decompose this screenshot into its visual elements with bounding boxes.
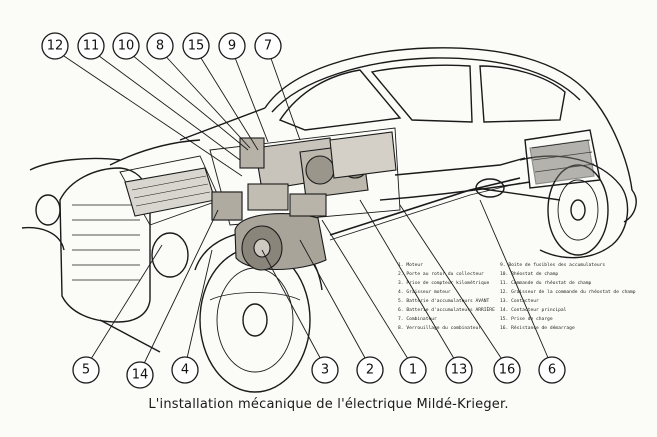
callout-16: 16	[493, 356, 521, 384]
svg-text:7: 7	[264, 39, 272, 54]
svg-text:16. Résistance de démarrage: 16. Résistance de démarrage	[500, 324, 575, 331]
svg-text:8. Verrouillage du combinateur: 8. Verrouillage du combinateur	[398, 325, 481, 331]
svg-text:10: 10	[118, 39, 135, 54]
svg-text:12: 12	[47, 39, 64, 54]
svg-text:8: 8	[156, 39, 164, 54]
svg-text:3. Prise de compteur kilométri: 3. Prise de compteur kilométrique	[398, 279, 490, 286]
callout-8: 8	[146, 32, 174, 60]
svg-text:11: 11	[83, 39, 100, 54]
svg-text:16: 16	[499, 363, 516, 378]
svg-text:1: 1	[409, 363, 417, 378]
svg-text:2. Porte au rotor du collecteu: 2. Porte au rotor du collecteur	[398, 271, 484, 277]
svg-text:14: 14	[132, 368, 149, 383]
svg-text:3: 3	[321, 363, 329, 378]
svg-text:10. Rhéostat de champ: 10. Rhéostat de champ	[500, 270, 558, 277]
svg-text:15. Prise de charge: 15. Prise de charge	[500, 316, 553, 322]
callout-14: 14	[126, 361, 154, 389]
svg-text:9. Boite de fusibles des accum: 9. Boite de fusibles des accumulateurs	[500, 262, 605, 268]
callout-6: 6	[538, 356, 566, 384]
callout-10: 10	[112, 32, 140, 60]
legend-left: 1. Moteur 2. Porte au rotor du collecteu…	[398, 262, 495, 331]
svg-text:5: 5	[82, 363, 90, 378]
svg-text:13. Contacteur: 13. Contacteur	[500, 298, 539, 304]
callout-5: 5	[72, 356, 100, 384]
svg-text:1. Moteur: 1. Moteur	[398, 262, 423, 268]
callout-4: 4	[171, 356, 199, 384]
svg-text:6. Batterie d'accumulateurs AR: 6. Batterie d'accumulateurs ARRIÈRE	[398, 305, 495, 313]
callout-12: 12	[41, 32, 69, 60]
leader-lines	[54, 49, 553, 373]
callout-11: 11	[77, 32, 105, 60]
svg-text:5. Batterie d'accumulateurs AV: 5. Batterie d'accumulateurs AVANT	[398, 298, 490, 304]
svg-text:11. Commande du rhéostat de ch: 11. Commande du rhéostat de champ	[500, 279, 592, 286]
mechanical-parts	[124, 131, 595, 271]
callout-3: 3	[311, 356, 339, 384]
legend-right: 9. Boite de fusibles des accumulateurs 1…	[500, 262, 636, 331]
svg-text:14. Contacteur principal: 14. Contacteur principal	[500, 307, 567, 313]
car-body	[21, 47, 637, 393]
svg-text:6: 6	[548, 363, 556, 378]
callout-9: 9	[218, 32, 246, 60]
callout-13: 13	[445, 356, 473, 384]
callout-7: 7	[254, 32, 282, 60]
figure-caption: L'installation mécanique de l'électrique…	[148, 397, 509, 412]
svg-text:4: 4	[181, 363, 189, 378]
svg-text:9: 9	[228, 39, 236, 54]
svg-text:7. Combinateur: 7. Combinateur	[398, 316, 437, 322]
callout-15: 15	[182, 32, 210, 60]
svg-text:4. Graisseur moteur: 4. Graisseur moteur	[398, 289, 451, 295]
callout-2: 2	[356, 356, 384, 384]
svg-text:12. Graisseur de la commande d: 12. Graisseur de la commande du rhéostat…	[500, 288, 636, 295]
svg-text:13: 13	[451, 363, 468, 378]
callout-1: 1	[399, 356, 427, 384]
svg-text:2: 2	[366, 363, 374, 378]
svg-text:15: 15	[188, 39, 205, 54]
